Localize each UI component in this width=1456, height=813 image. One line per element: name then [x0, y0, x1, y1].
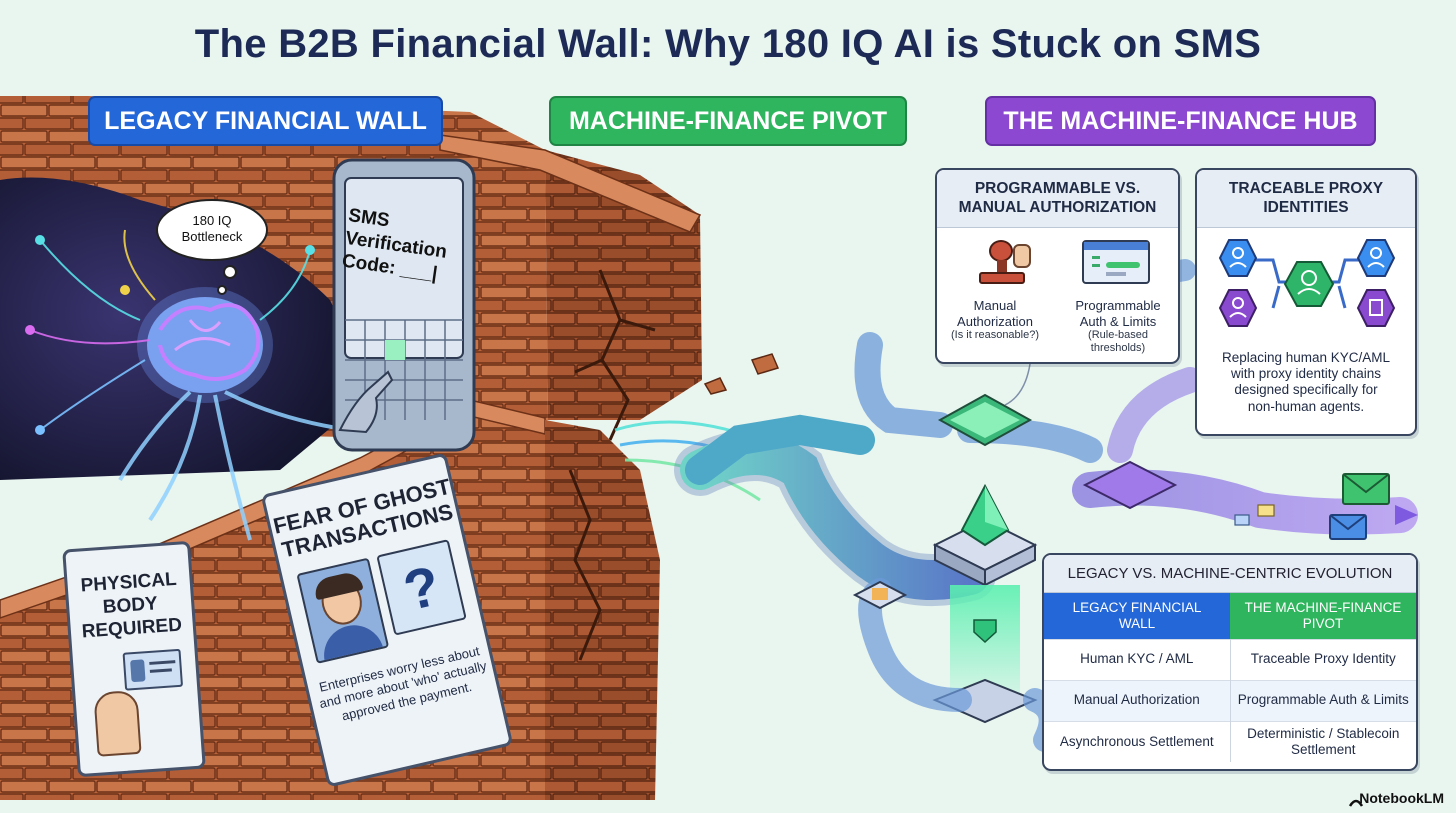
proxy-identities-title: TRACEABLE PROXY IDENTITIES	[1197, 170, 1415, 228]
hub-label: THE MACHINE-FINANCE HUB	[985, 96, 1376, 146]
evolution-table-panel: LEGACY VS. MACHINE-CENTRIC EVOLUTION LEG…	[1042, 553, 1418, 771]
label-line: Manual	[973, 298, 1017, 313]
manual-auth-label: Manual Authorization (Is it reasonable?)	[943, 298, 1047, 342]
header-line: PIVOT	[1302, 615, 1344, 631]
body-line: Replacing human KYC/AML	[1221, 350, 1391, 365]
notebooklm-logo: NotebookLM	[1359, 790, 1444, 806]
header-line: LEGACY FINANCIAL	[1072, 599, 1202, 615]
envelope-icon	[1329, 514, 1367, 540]
pivot-label: MACHINE-FINANCE PIVOT	[549, 96, 907, 146]
brain-icon	[118, 287, 351, 541]
thought-bubble	[156, 199, 268, 295]
header-line: WALL	[1118, 615, 1156, 631]
proxy-identities-panel: TRACEABLE PROXY IDENTITIES Replacing hum…	[1195, 168, 1417, 436]
column-header-machine: THE MACHINE-FINANCE PIVOT	[1230, 593, 1416, 639]
physical-body-sign: PHYSICAL BODY REQUIRED	[62, 540, 206, 778]
table-header-row: LEGACY FINANCIAL WALL THE MACHINE-FINANC…	[1044, 593, 1416, 639]
label-note: thresholds)	[1090, 342, 1146, 355]
page-title: The B2B Financial Wall: Why 180 IQ AI is…	[194, 22, 1262, 66]
table-row: Manual Authorization Programmable Auth &…	[1044, 679, 1416, 721]
label-note: (Rule-based	[1088, 329, 1148, 342]
bubble-line: 180 IQ	[192, 213, 232, 228]
table-row: Human KYC / AML Traceable Proxy Identity	[1044, 638, 1416, 680]
body-line: with proxy identity chains	[1230, 366, 1382, 382]
authorization-panel: PROGRAMMABLE VS. MANUAL AUTHORIZATION Ma…	[935, 168, 1180, 364]
evolution-table-title: LEGACY VS. MACHINE-CENTRIC EVOLUTION	[1044, 555, 1416, 593]
legacy-wall-label: LEGACY FINANCIAL WALL	[88, 96, 443, 146]
title-line: PROGRAMMABLE VS.	[974, 180, 1141, 197]
table-cell: Asynchronous Settlement	[1044, 720, 1231, 762]
cell-line: Deterministic / Stablecoin	[1247, 725, 1400, 741]
envelope-icon	[1342, 473, 1390, 505]
bubble-text: 180 IQ Bottleneck	[160, 213, 264, 246]
identity-chain-icon	[1218, 239, 1396, 327]
header-line: THE MACHINE-FINANCE	[1244, 599, 1402, 615]
evolution-table: LEGACY FINANCIAL WALL THE MACHINE-FINANC…	[1044, 593, 1416, 762]
title-line: IDENTITIES	[1263, 198, 1349, 216]
body-line: non-human agents.	[1247, 398, 1365, 414]
label-note: (Is it reasonable?)	[950, 329, 1040, 342]
bubble-line: Bottleneck	[181, 229, 243, 245]
label-line: Programmable	[1075, 298, 1161, 313]
label-line: Auth & Limits	[1079, 313, 1157, 329]
table-cell: Programmable Auth & Limits	[1230, 679, 1416, 721]
proxy-identities-text: Replacing human KYC/AML with proxy ident…	[1197, 350, 1415, 415]
hand-icon	[93, 689, 142, 757]
stamp-icon	[975, 240, 1031, 288]
cell-line: Settlement	[1290, 741, 1356, 757]
question-icon: ?	[376, 539, 467, 636]
label-line: Authorization	[957, 313, 1033, 329]
table-cell: Human KYC / AML	[1044, 638, 1231, 680]
table-row: Asynchronous Settlement Deterministic / …	[1044, 720, 1416, 762]
authorization-panel-title: PROGRAMMABLE VS. MANUAL AUTHORIZATION	[937, 170, 1178, 228]
id-card-icon	[122, 648, 184, 691]
person-icon	[296, 557, 390, 664]
table-cell: Traceable Proxy Identity	[1230, 638, 1416, 680]
programmable-auth-label: Programmable Auth & Limits (Rule-based t…	[1061, 298, 1175, 356]
column-header-legacy: LEGACY FINANCIAL WALL	[1044, 593, 1230, 639]
table-cell: Manual Authorization	[1044, 679, 1231, 721]
body-line: designed specifically for	[1234, 382, 1378, 398]
title-line: MANUAL AUTHORIZATION	[958, 198, 1157, 216]
dashboard-icon	[1082, 240, 1150, 284]
phone-icon	[332, 158, 476, 452]
table-cell: Deterministic / Stablecoin Settlement	[1230, 720, 1416, 762]
title-line: TRACEABLE PROXY	[1228, 180, 1384, 197]
